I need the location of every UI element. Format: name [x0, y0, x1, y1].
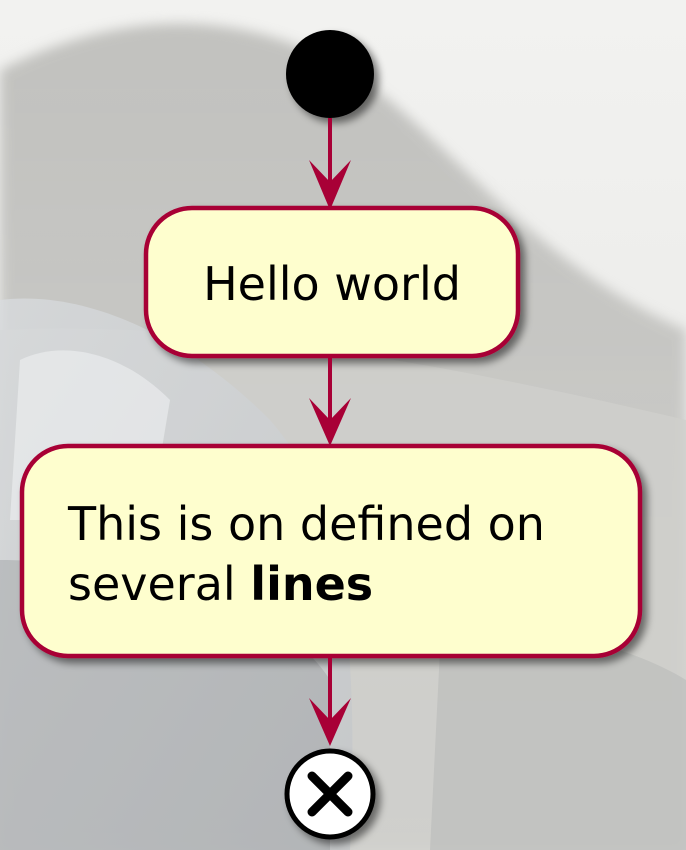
activity-label-line-1: This is on defined on — [67, 497, 545, 551]
flow-arrow — [309, 358, 351, 446]
bold-text: lines — [250, 557, 373, 611]
activity-label: Hello world — [203, 257, 461, 311]
activity-node: Hello world — [143, 205, 521, 359]
start-node — [286, 30, 374, 118]
activity-node: This is on defined on several lines — [19, 443, 643, 659]
flow-arrow — [309, 658, 351, 746]
close-icon — [307, 771, 353, 817]
flow-arrow — [309, 118, 351, 210]
plain-text: several — [68, 557, 250, 611]
activity-label-line-2: several lines — [68, 557, 373, 611]
stop-node — [284, 748, 376, 840]
